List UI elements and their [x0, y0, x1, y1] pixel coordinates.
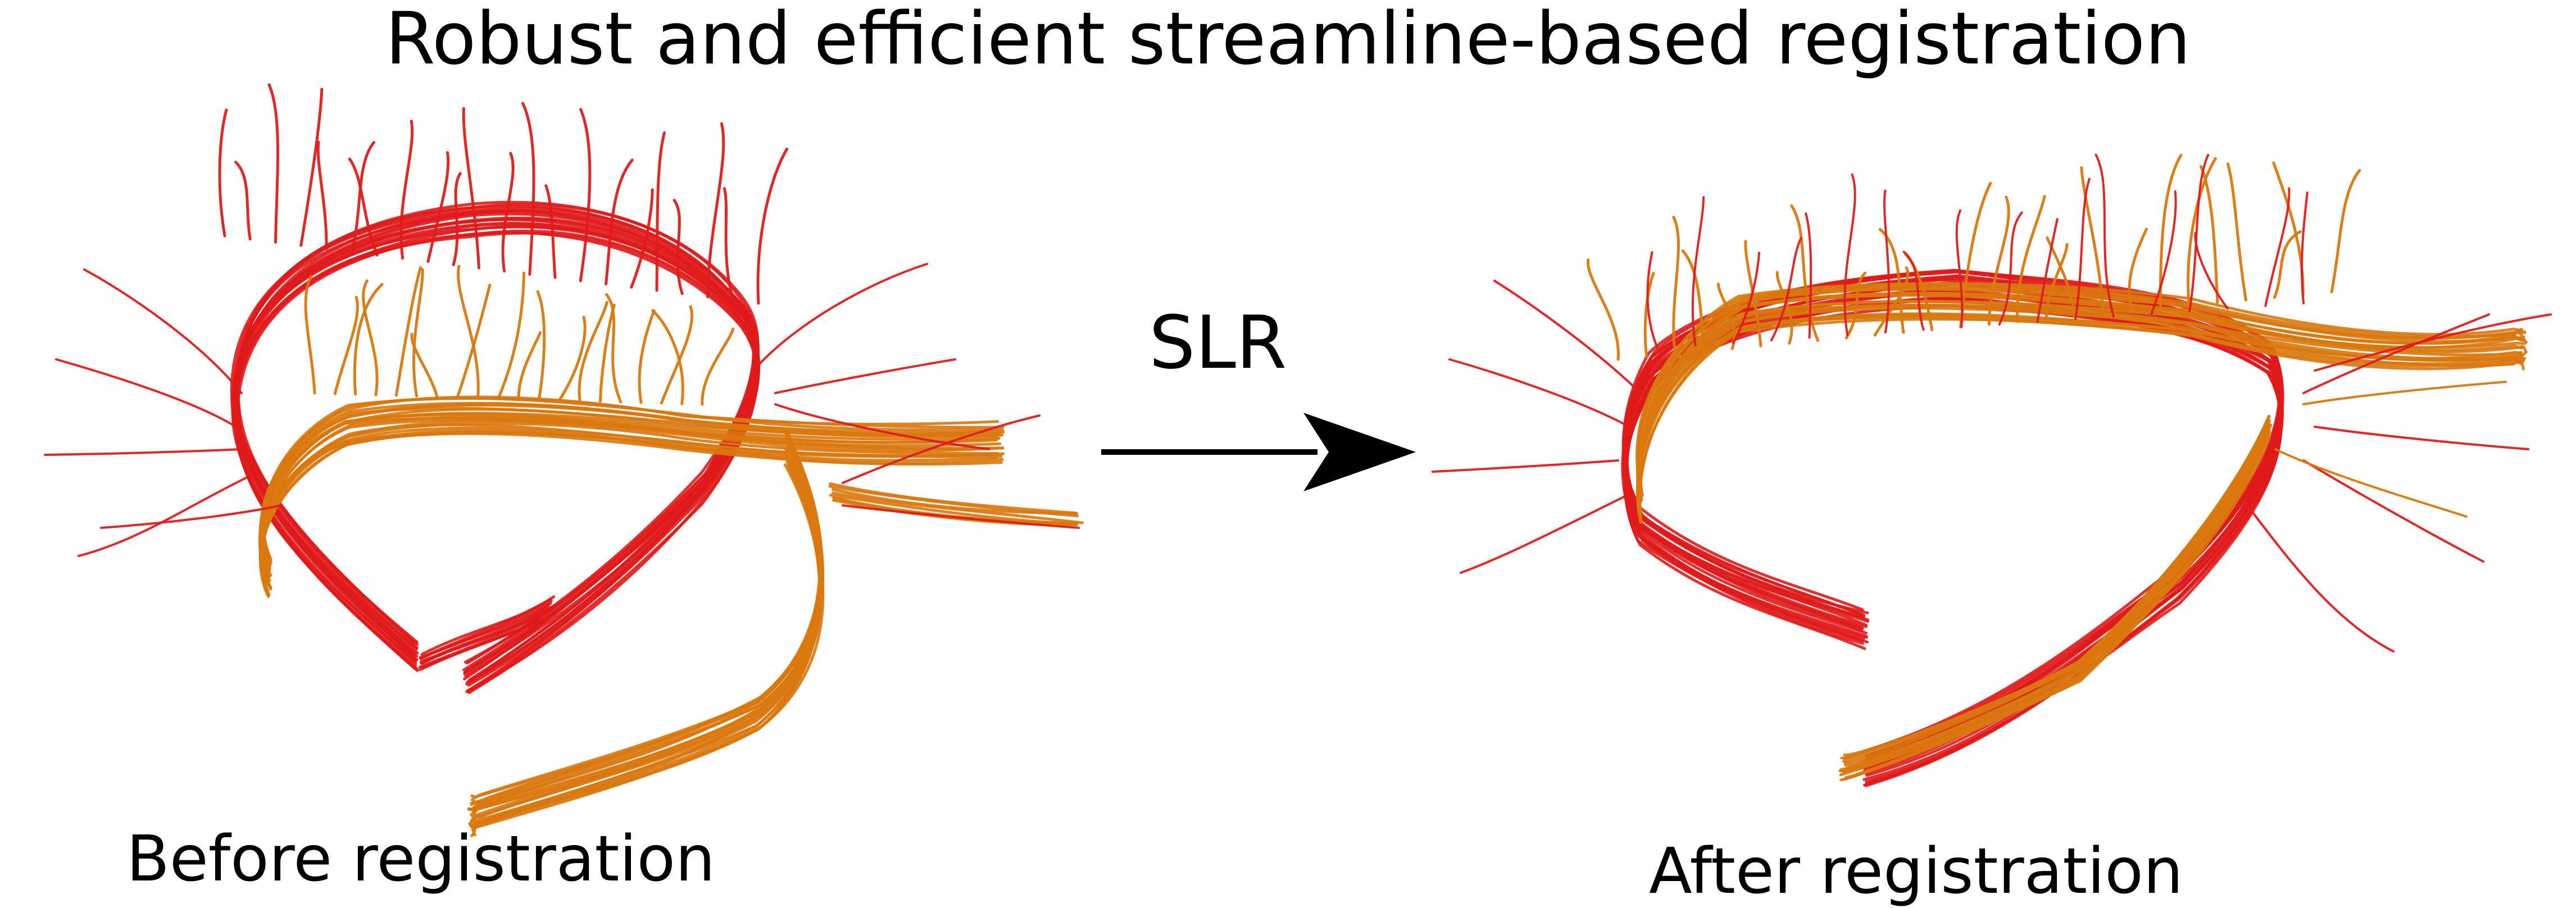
figure-title: Robust and efficient streamline-based re…: [385, 0, 2191, 81]
before-registration-bundles: [44, 83, 1084, 837]
slr-label: SLR: [1149, 300, 1287, 385]
after-registration-bundles: [1432, 153, 2552, 787]
before-caption: Before registration: [126, 823, 715, 896]
after-caption: After registration: [1649, 835, 2183, 908]
slr-arrow: [1101, 413, 1416, 491]
